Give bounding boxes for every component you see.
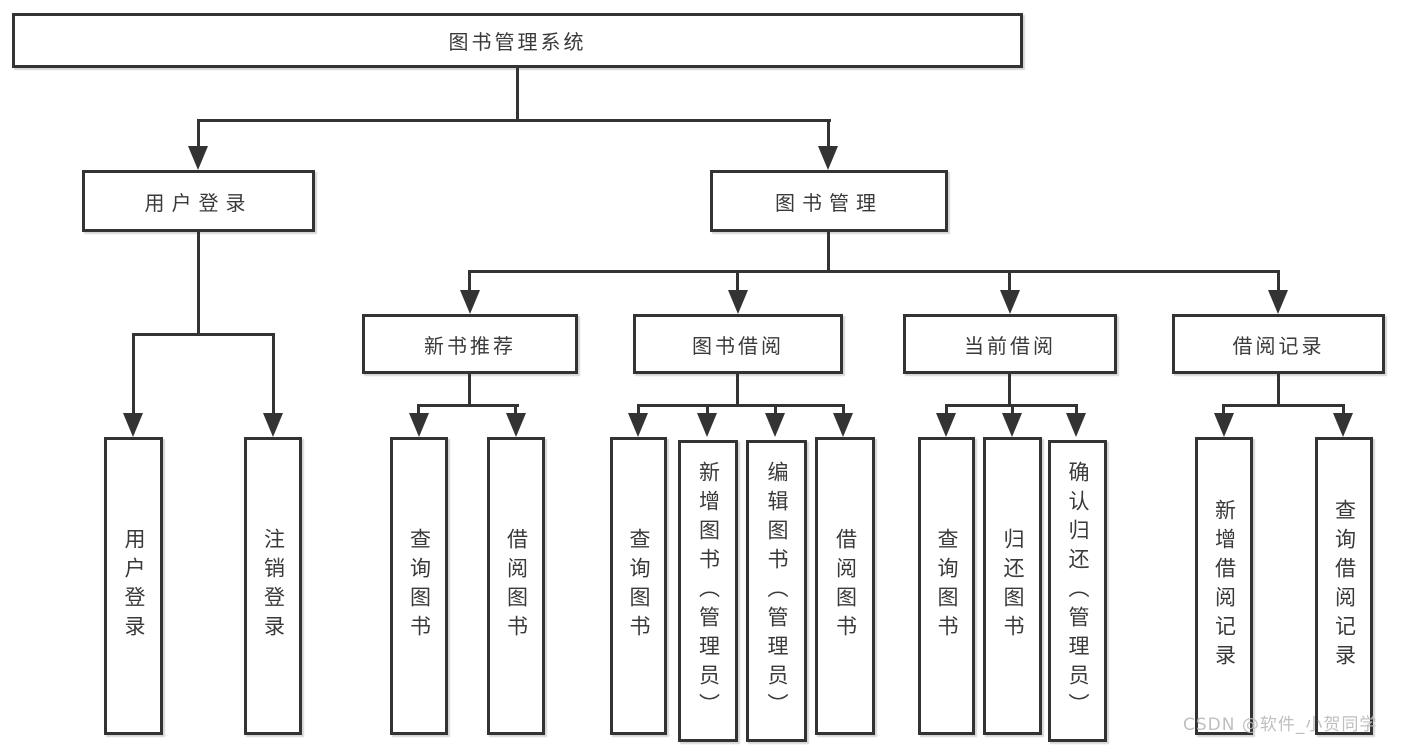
connector-line (1277, 270, 1280, 292)
connector-line (468, 374, 471, 407)
connector-line (637, 404, 640, 416)
node-library-system: 图书管理系统 (12, 13, 1023, 68)
connector-line (774, 404, 777, 416)
connector-line (842, 404, 845, 416)
connector-line (417, 404, 519, 407)
connector-line (1342, 404, 1345, 416)
connector-line (736, 374, 739, 407)
connector-line (1011, 404, 1014, 416)
leaf-borrow-books: 借阅图书 (815, 437, 875, 735)
arrow-down-icon (188, 146, 208, 170)
arrow-down-icon (1333, 413, 1353, 437)
arrow-down-icon (1002, 413, 1022, 437)
arrow-down-icon (833, 413, 853, 437)
connector-line (468, 270, 471, 292)
leaf-add-borrow-record: 新增借阅记录 (1195, 437, 1253, 735)
leaf-add-book-admin: 新增图书（管理员） (678, 440, 738, 742)
leaf-query-books: 查询图书 (390, 437, 448, 735)
connector-line (1222, 404, 1345, 407)
connector-line (417, 404, 420, 416)
connector-line (1008, 374, 1011, 407)
connector-line (516, 68, 519, 121)
arrow-down-icon (628, 413, 648, 437)
connector-line (706, 404, 709, 416)
arrow-down-icon (460, 290, 480, 314)
leaf-return-books: 归还图书 (983, 437, 1042, 735)
arrow-down-icon (697, 413, 717, 437)
connector-line (468, 270, 1280, 273)
leaf-borrow-books: 借阅图书 (487, 437, 545, 735)
connector-line (1008, 270, 1011, 292)
arrow-down-icon (1268, 290, 1288, 314)
leaf-edit-book-admin: 编辑图书（管理员） (746, 440, 807, 742)
leaf-confirm-return-admin: 确认归还（管理员） (1048, 440, 1107, 742)
connector-line (827, 119, 830, 148)
node-book-management: 图书管理 (710, 170, 948, 232)
connector-line (197, 232, 200, 336)
connector-line (197, 119, 831, 122)
connector-line (736, 270, 739, 292)
connector-line (1277, 374, 1280, 407)
arrow-down-icon (818, 146, 838, 170)
connector-line (827, 232, 830, 273)
node-book-borrow: 图书借阅 (633, 314, 843, 374)
connector-line (945, 404, 948, 416)
connector-line (132, 333, 135, 414)
arrow-down-icon (263, 413, 283, 437)
connector-line (637, 404, 845, 407)
connector-line (272, 333, 275, 414)
leaf-query-books: 查询图书 (918, 437, 975, 735)
connector-line (197, 119, 200, 148)
arrow-down-icon (1214, 413, 1234, 437)
node-borrow-records: 借阅记录 (1172, 314, 1385, 374)
connector-line (132, 333, 275, 336)
arrow-down-icon (1066, 413, 1086, 437)
node-new-book-recommend: 新书推荐 (362, 314, 578, 374)
arrow-down-icon (936, 413, 956, 437)
connector-line (514, 404, 517, 416)
leaf-query-borrow-record: 查询借阅记录 (1315, 437, 1373, 735)
leaf-query-books: 查询图书 (610, 437, 667, 735)
leaf-user-login: 用户登录 (104, 437, 163, 735)
arrow-down-icon (123, 413, 143, 437)
leaf-logout: 注销登录 (244, 437, 302, 735)
arrow-down-icon (409, 413, 429, 437)
csdn-watermark: CSDN @软件_小贺同学 (1183, 715, 1378, 735)
node-user-login: 用户登录 (82, 170, 315, 232)
arrow-down-icon (765, 413, 785, 437)
arrow-down-icon (728, 290, 748, 314)
arrow-down-icon (506, 413, 526, 437)
connector-line (1222, 404, 1225, 416)
node-current-borrow: 当前借阅 (903, 314, 1117, 374)
arrow-down-icon (1000, 290, 1020, 314)
connector-line (1075, 404, 1078, 416)
